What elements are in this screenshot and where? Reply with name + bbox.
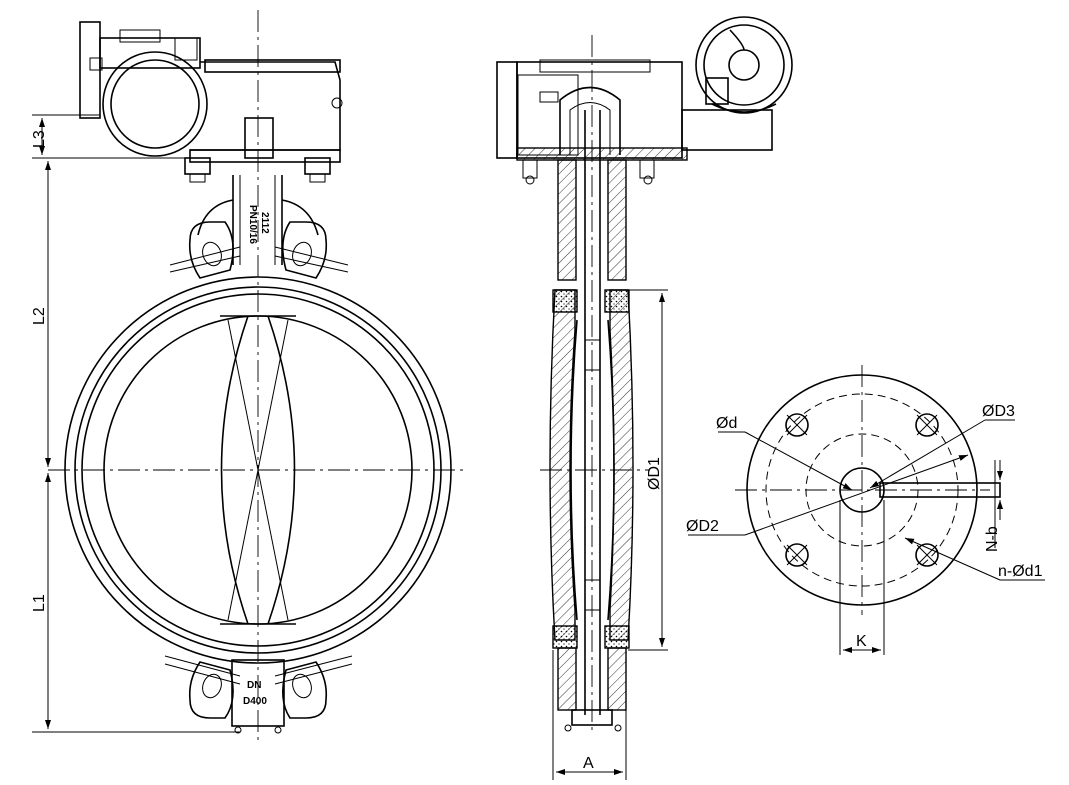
side-neck	[557, 110, 627, 715]
side-dimensions: ØD1 A	[552, 289, 668, 780]
dim-n-d1-label: n-Ød1	[998, 563, 1043, 580]
dim-l3-label: L3	[31, 130, 48, 148]
side-body	[549, 289, 634, 732]
dim-d3-label: ØD3	[982, 403, 1015, 420]
dim-d2-label: ØD2	[686, 518, 719, 535]
side-view: ØD1 A	[496, 16, 793, 780]
dim-k-label: K	[856, 633, 867, 650]
front-view: 2112 PN10/16	[31, 10, 468, 745]
flange-detail: Ød ØD3 ØD2 n-Ød1 N-b K	[686, 365, 1045, 655]
dim-d-label: Ød	[716, 415, 737, 432]
side-gearbox	[496, 16, 793, 185]
neck-marking-line1: 2112	[259, 212, 270, 234]
dim-n-b-label: N-b	[984, 526, 1001, 552]
body-marking-line1: DN	[247, 680, 261, 691]
dim-a-label: A	[583, 755, 594, 772]
lower-lugs: DN D400	[164, 655, 353, 734]
front-dimensions: L3 L2 L1	[31, 114, 240, 733]
upper-lugs	[169, 221, 349, 279]
dim-d1-label: ØD1	[646, 457, 663, 490]
body-marking-line2: D400	[243, 696, 267, 707]
neck-marking-line2: PN10/16	[247, 205, 258, 244]
flange-bolt-holes	[785, 413, 939, 567]
dim-l2-label: L2	[31, 307, 48, 325]
gearbox	[79, 21, 343, 183]
dim-l1-label: L1	[31, 594, 48, 612]
